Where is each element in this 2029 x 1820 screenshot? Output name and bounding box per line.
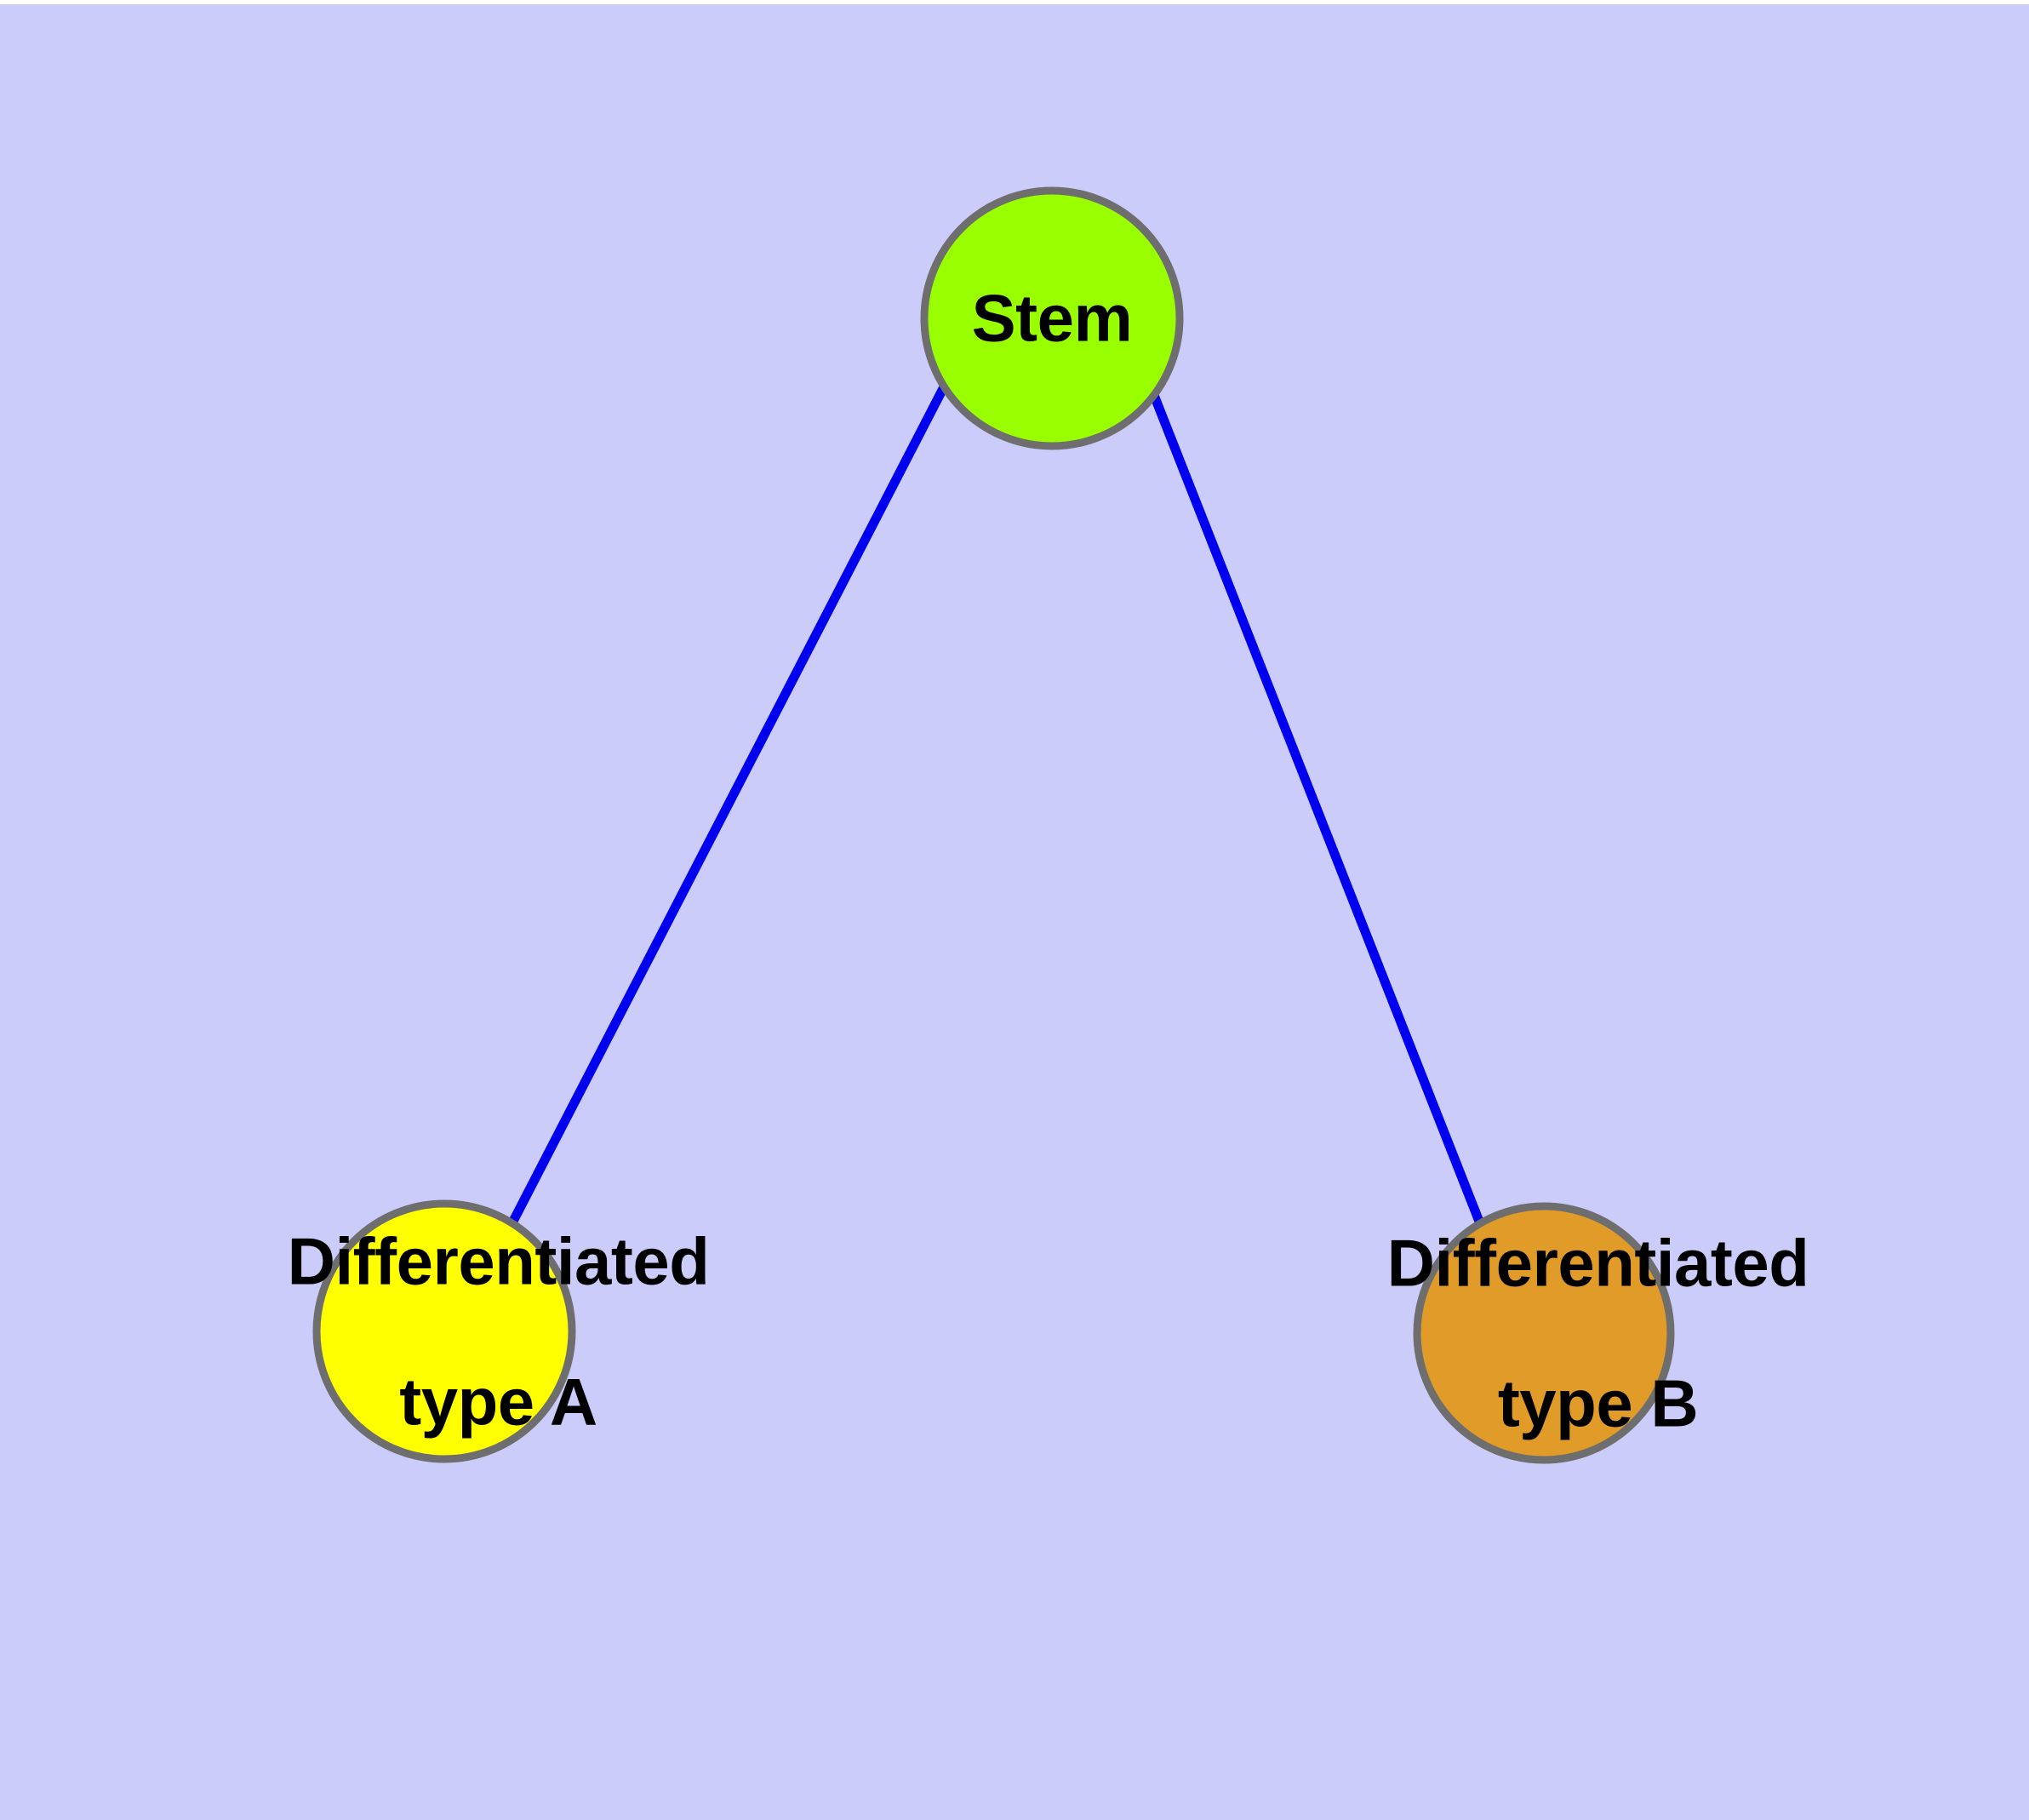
edge-stem-to-differentiated-type-b[interactable] xyxy=(1111,295,1489,1237)
node-differentiated-type-b[interactable] xyxy=(1413,1202,1675,1464)
node-differentiated-type-a[interactable] xyxy=(312,1199,576,1463)
graph-svg xyxy=(312,186,1675,1464)
node-stem[interactable] xyxy=(920,186,1184,450)
diagram-plot-area: Stem Differentiated type A Differentiate… xyxy=(0,4,2029,1820)
edge-layer xyxy=(502,295,1489,1237)
edge-stem-to-differentiated-type-a[interactable] xyxy=(502,295,994,1237)
node-layer xyxy=(312,186,1675,1464)
